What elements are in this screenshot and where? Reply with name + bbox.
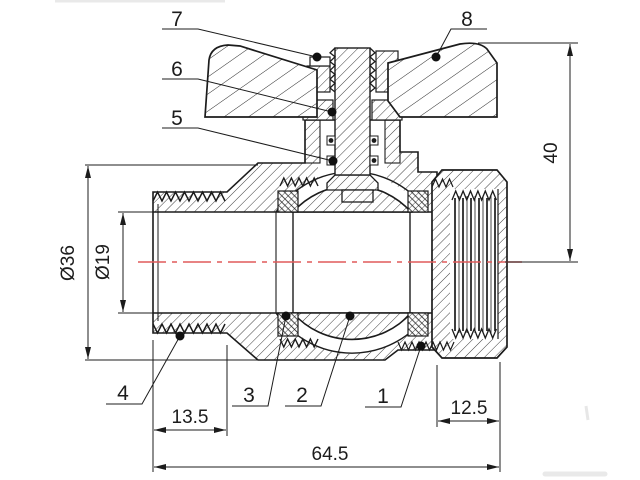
male-thread-bottom [152, 322, 226, 335]
male-thread-top [152, 190, 226, 203]
stem-thread-right [369, 47, 376, 93]
stem [334, 47, 371, 176]
scan-artifact-top [55, 0, 225, 3]
dot-7 [312, 52, 322, 62]
o-ring-dot [328, 138, 334, 143]
ball-bottom [291, 312, 413, 341]
leader-1 [365, 345, 422, 408]
scan-artifact-mark [584, 405, 590, 421]
callout-leaders [106, 28, 487, 408]
union-nut [397, 169, 508, 359]
dim-od36: Ø36 [58, 245, 79, 281]
nut-outline [431, 169, 508, 359]
nut-thread-cutout [450, 189, 498, 339]
dot-6 [327, 107, 337, 117]
callout-dots [175, 52, 441, 351]
o-ring-dot [371, 158, 377, 163]
dim-od19: Ø19 [93, 244, 114, 280]
dot-2 [345, 311, 355, 321]
body-thread-top [279, 176, 319, 188]
dot-4 [175, 331, 185, 341]
female-thread-lines [454, 196, 496, 333]
dim-height-40: 40 [541, 142, 562, 163]
ball-section [277, 184, 429, 341]
handle [204, 42, 498, 118]
neck-wall-left [304, 119, 321, 164]
dim-135: 13.5 [172, 407, 209, 428]
stem-foot [341, 189, 374, 203]
callout-5: 5 [171, 107, 183, 130]
handle-left-wing [204, 44, 318, 118]
neck-wall-right [384, 119, 401, 164]
seat-bottom-right [407, 312, 429, 337]
dot-3 [281, 311, 291, 321]
callout-1: 1 [377, 385, 389, 408]
dot-1 [416, 341, 426, 351]
leader-6 [162, 78, 333, 113]
body-outline-stroke [152, 119, 438, 361]
dim-125: 12.5 [451, 398, 488, 419]
nut-joint-thread-top [431, 177, 454, 189]
dim-645: 64.5 [312, 444, 349, 465]
leader-2 [285, 315, 351, 407]
callout-4: 4 [117, 382, 129, 405]
stem-flange [326, 174, 379, 191]
seat-top-left [277, 190, 299, 213]
leader-7 [162, 28, 318, 58]
o-ring-dot [371, 138, 377, 143]
body-thread-bottom [279, 337, 319, 349]
seat-top-right [407, 190, 429, 213]
leader-3 [232, 315, 287, 407]
dimensions [85, 42, 578, 472]
callout-8: 8 [461, 8, 473, 31]
leader-8 [435, 28, 487, 58]
leader-5 [162, 127, 334, 162]
callout-2: 2 [296, 384, 308, 407]
callout-3: 3 [243, 384, 255, 407]
handle-right-wing [387, 42, 498, 118]
nut-joint-thread-bottom [397, 340, 455, 352]
callout-7: 7 [171, 8, 183, 31]
callout-6: 6 [171, 58, 183, 81]
dot-5 [328, 156, 338, 166]
dot-8 [431, 52, 441, 62]
leader-4 [106, 335, 181, 405]
